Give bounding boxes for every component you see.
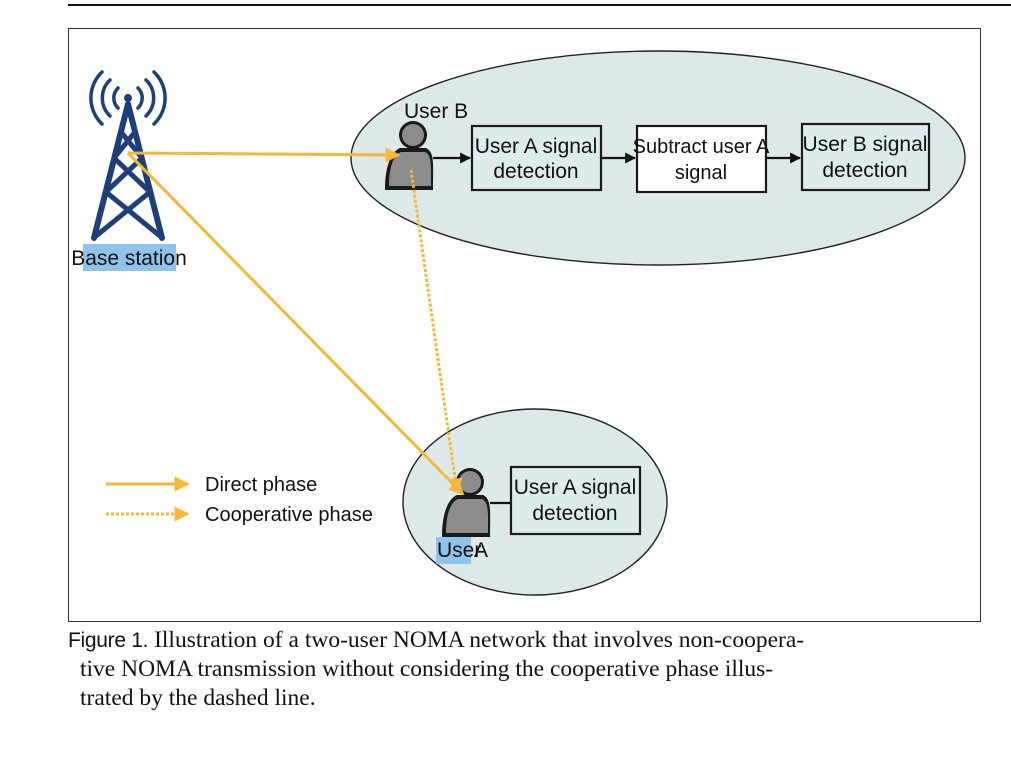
svg-text:Subtract user A: Subtract user A: [633, 136, 770, 158]
base-station-label-highlight: [83, 244, 176, 271]
user-a-label-prefix: User: [437, 539, 481, 562]
user-b-block-1: User A signal detection: [470, 124, 603, 192]
figure-frame: [68, 28, 981, 622]
direct-arrow-to-user-a: [126, 151, 465, 496]
base-station-tower-icon: [89, 70, 167, 241]
legend-direct-label: Direct phase: [205, 474, 317, 496]
legend-cooperative-label: Cooperative phase: [205, 504, 373, 526]
caption-line-1: Illustration of a two-user NOMA network …: [154, 627, 805, 653]
svg-text:User B signal: User B signal: [803, 133, 928, 156]
legend: Direct phase Cooperative phase: [106, 474, 373, 526]
svg-text:User A signal: User A signal: [475, 135, 598, 158]
figure-caption: Figure 1. Illustration of a two-user NOM…: [68, 626, 983, 713]
cooperative-arrow-b-to-a: [409, 169, 463, 494]
user-b-label: User B: [404, 100, 468, 123]
top-rule: [68, 4, 1011, 6]
svg-text:detection: detection: [822, 159, 907, 182]
svg-text:signal: signal: [675, 162, 727, 184]
caption-line-2: tive NOMA transmission without consideri…: [80, 656, 774, 682]
caption-line-3: trated by the dashed line.: [80, 685, 316, 711]
svg-text:detection: detection: [532, 502, 617, 525]
direct-arrow-to-user-b: [127, 147, 401, 163]
svg-text:detection: detection: [493, 160, 578, 183]
user-b-block-2: Subtract user A signal: [633, 124, 770, 194]
user-a-label-highlight: [436, 537, 471, 564]
user-b-block-3: User B signal detection: [800, 122, 931, 192]
figure-label: Figure 1.: [68, 629, 149, 652]
user-a-block: User A signal detection: [509, 465, 642, 536]
svg-text:User A signal: User A signal: [514, 476, 637, 499]
base-station-label: Base station: [71, 247, 187, 270]
user-a-label-suffix: A: [474, 539, 488, 562]
